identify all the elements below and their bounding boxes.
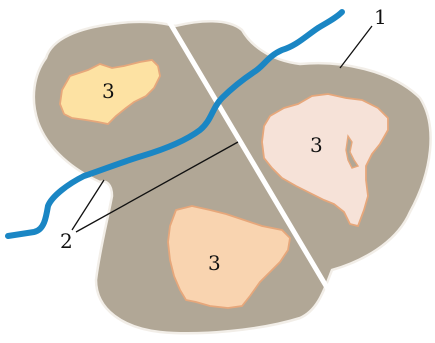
patch-top-left <box>59 59 161 125</box>
leader-line-river-bank-left <box>71 179 105 231</box>
river <box>5 9 345 239</box>
patch-right <box>261 93 389 228</box>
label-river-banks: 2 <box>60 229 73 253</box>
patch-right-notch <box>345 134 360 169</box>
leader-line-boundary <box>339 25 373 69</box>
patch-bottom <box>167 205 291 309</box>
road <box>164 15 335 299</box>
leader-line-river-bank-right <box>75 141 239 233</box>
label-patch-bottom: 3 <box>208 251 221 275</box>
label-boundary: 1 <box>374 5 387 29</box>
label-patch-top-left: 3 <box>102 79 115 103</box>
label-patch-right: 3 <box>310 133 323 157</box>
